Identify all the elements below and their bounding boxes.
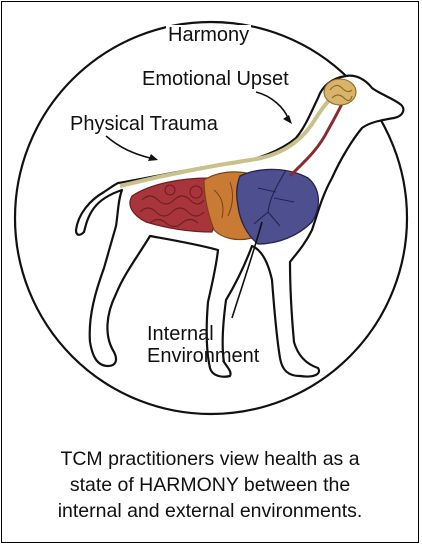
- label-environment: Environment: [147, 346, 259, 366]
- caption-line-3: internal and external environments.: [10, 498, 410, 524]
- label-physical-trauma: Physical Trauma: [70, 114, 218, 134]
- label-harmony: Harmony: [166, 25, 251, 45]
- label-emotional-upset: Emotional Upset: [142, 69, 289, 89]
- caption-line-2: state of HARMONY between the: [10, 472, 410, 498]
- label-internal: Internal: [147, 324, 214, 344]
- figure-caption: TCM practitioners view health as a state…: [10, 446, 410, 524]
- physical-arrow: [106, 136, 150, 158]
- caption-line-1: TCM practitioners view health as a: [10, 446, 410, 472]
- emotional-arrowhead: [283, 115, 292, 124]
- emotional-arrow: [256, 92, 288, 118]
- physical-arrowhead: [148, 154, 158, 161]
- brain: [324, 79, 356, 105]
